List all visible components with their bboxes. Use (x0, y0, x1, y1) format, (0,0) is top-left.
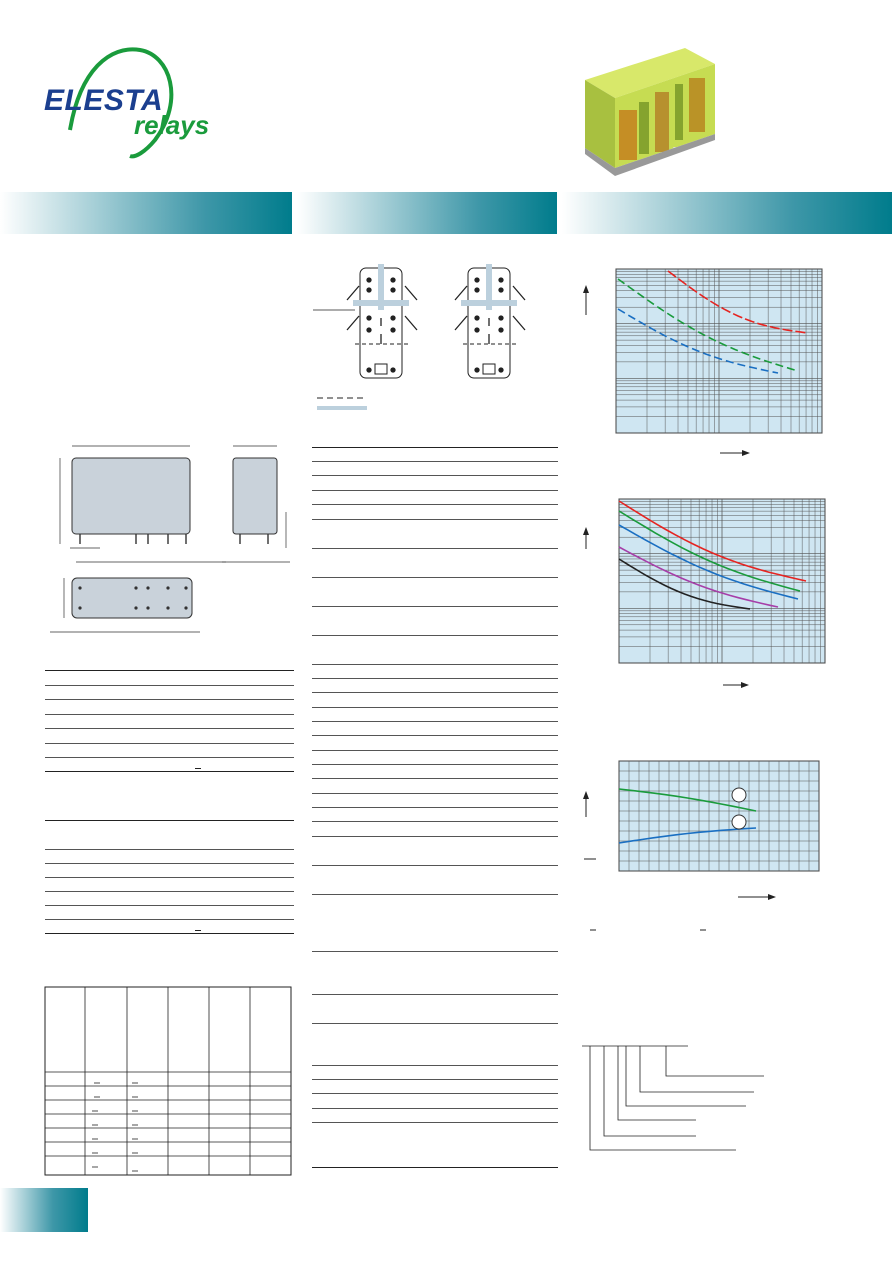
product-photo (585, 48, 715, 176)
chart-1-series-3 (617, 308, 779, 374)
dimension-drawing (50, 445, 290, 633)
chart-2-series-1 (618, 500, 807, 582)
logo-swoosh (68, 47, 174, 159)
chart-3-series-2 (618, 827, 757, 844)
band-middle (297, 192, 557, 234)
chart-2 (583, 498, 826, 688)
chart-1-series-1 (667, 270, 809, 334)
band-left (0, 192, 292, 234)
footer-band (0, 1188, 88, 1232)
band-right (562, 192, 892, 234)
chart-2-series-2 (618, 510, 801, 592)
chart-2-series-5 (618, 558, 751, 610)
chart-2-series-3 (618, 524, 799, 600)
header-bands (0, 192, 892, 234)
chart-3-series-1 (618, 788, 757, 812)
logo-relays-text: relays (134, 110, 210, 140)
chart-1 (583, 268, 823, 456)
chart-1-series-2 (617, 278, 799, 372)
chart-3-marker-2 (731, 814, 747, 830)
chart-2-series-4 (618, 546, 779, 608)
coil-data-grid (44, 986, 292, 1176)
chart-3-marker-1 (731, 787, 747, 803)
ordering-code-tree (582, 1045, 764, 1151)
contact-diagram (313, 264, 526, 410)
chart-3 (583, 760, 820, 931)
logo-elesta-text: ELESTA (44, 84, 164, 117)
